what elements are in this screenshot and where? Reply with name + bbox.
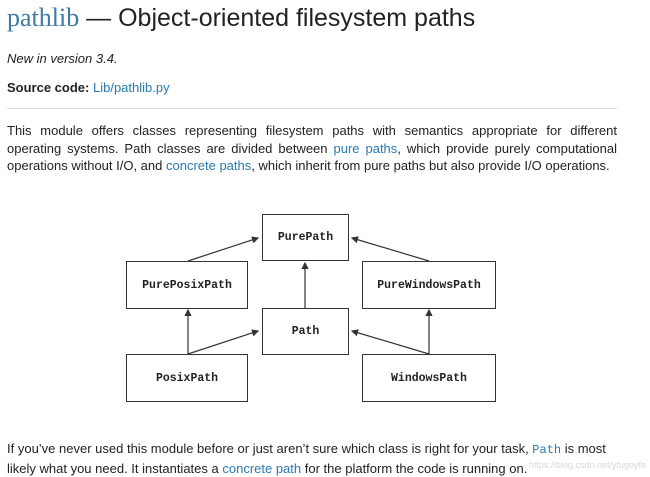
- concrete-path-link[interactable]: concrete path: [222, 460, 302, 476]
- source-code-line: Source code: Lib/pathlib.py: [7, 80, 170, 95]
- title-text: — Object-oriented filesystem paths: [79, 4, 476, 32]
- path-code: Path: [532, 443, 562, 457]
- divider: [7, 108, 617, 109]
- version-note: New in version 3.4.: [7, 51, 118, 66]
- intro-text-1: This module offers classes representing …: [7, 123, 617, 156]
- intro-text-2: , which provide purely computational ope…: [7, 140, 617, 174]
- box-pureposixpath: PurePosixPath: [126, 261, 248, 309]
- source-label: Source code:: [7, 80, 90, 95]
- concrete-paths-link[interactable]: concrete paths: [165, 158, 252, 173]
- intro-paragraph: This module offers classes representing …: [7, 122, 617, 175]
- source-link[interactable]: Lib/pathlib.py: [92, 80, 170, 95]
- box-purewindowspath: PureWindowsPath: [362, 261, 496, 309]
- advice-text-1: If you’ve never used this module before …: [7, 441, 533, 456]
- advice-paragraph: If you’ve never used this module before …: [7, 440, 617, 477]
- advice-text-2: is most likely what you need. It instant…: [7, 441, 606, 476]
- page-title: pathlib — Object-oriented filesystem pat…: [7, 2, 475, 34]
- box-posixpath: PosixPath: [126, 354, 248, 402]
- path-class-link[interactable]: Path: [532, 441, 562, 457]
- watermark: https://blog.csdn.net/yfugoyfe: [528, 460, 646, 470]
- box-purepath: PurePath: [262, 214, 349, 261]
- pure-paths-link[interactable]: pure paths: [333, 140, 398, 156]
- box-path: Path: [262, 308, 349, 355]
- intro-text-3: , which inherit from pure paths but also…: [251, 158, 610, 173]
- box-windowspath: WindowsPath: [362, 354, 496, 402]
- module-name: pathlib: [7, 3, 80, 32]
- advice-text-3: for the platform the code is running on.: [301, 460, 528, 476]
